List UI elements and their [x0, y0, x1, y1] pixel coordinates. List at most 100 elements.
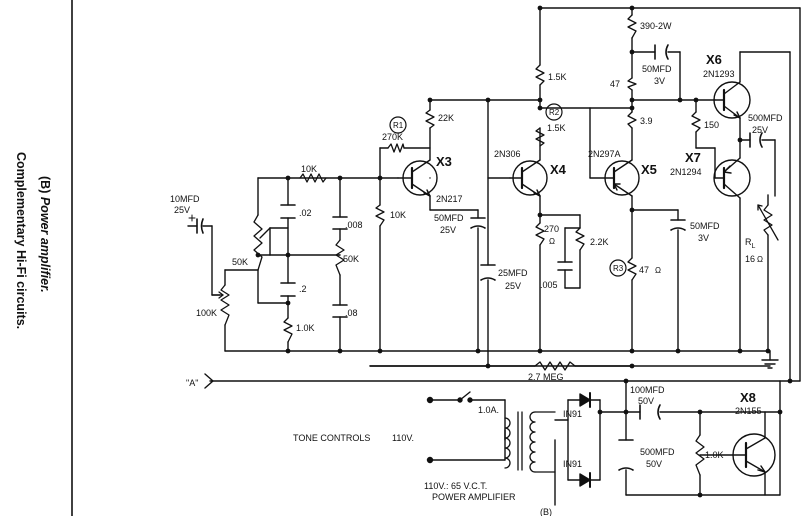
resistor-47-x5 — [627, 257, 637, 281]
x6-label: X6 — [706, 52, 722, 67]
input-a-label: "A" — [186, 378, 198, 388]
r-1k-low-label: 1.0K — [296, 323, 315, 333]
c-500-out-v: 25V — [752, 125, 768, 135]
resistor-10k-x3 — [375, 204, 385, 227]
transistor-x8-symbol — [699, 411, 776, 496]
rl-value: 16 — [745, 254, 755, 264]
rl-label: RL — [745, 237, 756, 250]
fuse-symbol — [457, 397, 473, 403]
resistor-270 — [535, 222, 545, 246]
wiring — [187, 7, 801, 506]
resistor-1k-x8 — [695, 434, 705, 476]
transistor-x4-symbol — [509, 159, 548, 197]
c-50-x3-label: 50MFD — [434, 213, 464, 223]
r-390-label: 390-2W — [640, 21, 672, 31]
diode-d2-label: IN91 — [563, 459, 582, 469]
r-47-x5-omega: Ω — [655, 266, 661, 275]
c-50-x3-v: 25V — [440, 225, 456, 235]
resistor-100k-pot — [220, 284, 230, 326]
r-270-omega: Ω — [549, 237, 555, 246]
c-100-label: 100MFD — [630, 385, 665, 395]
c-005-label: .005 — [540, 280, 558, 290]
r1-ref: R1 — [393, 121, 404, 130]
c-500-ps-label: 500MFD — [640, 447, 675, 457]
pot-100k-label: 100K — [196, 308, 217, 318]
r-270-label: 270 — [544, 224, 559, 234]
junction-dots — [255, 5, 793, 498]
power-switch — [426, 391, 471, 464]
r-1k-x8-label: 1.0K — [705, 450, 724, 460]
r-47-x5-label: 47 — [639, 265, 649, 275]
resistor-1k5-a — [535, 64, 545, 86]
rl-omega: Ω — [757, 255, 763, 264]
labels: X3 2N217 2N306 X4 2N297A X5 X6 2N1293 X7… — [170, 21, 783, 516]
c-100-v: 50V — [638, 396, 654, 406]
r3-ref: R3 — [613, 264, 624, 273]
section-label: POWER AMPLIFIER — [432, 492, 516, 502]
r-270k-label: 270K — [382, 132, 403, 142]
r-3-9-label: 3.9 — [640, 116, 653, 126]
r-150-label: 150 — [704, 120, 719, 130]
c-50-x5-v: 3V — [698, 233, 709, 243]
x4-label: X4 — [550, 162, 567, 177]
x5-type: 2N297A — [588, 149, 621, 159]
ref-circles — [389, 103, 627, 277]
diode-d2-symbol — [579, 472, 591, 488]
x8-label: X8 — [740, 390, 756, 405]
resistor-3-9 — [627, 111, 637, 129]
resistor-rl — [763, 204, 773, 236]
c-50-top-v: 3V — [654, 76, 665, 86]
resistor-47 — [627, 77, 637, 91]
x6-type: 2N1293 — [703, 69, 735, 79]
r-1k5-b-label: 1.5K — [547, 123, 566, 133]
c-50-x5-label: 50MFD — [690, 221, 720, 231]
c-2-label: .2 — [299, 284, 307, 294]
r-22k-label: 22K — [438, 113, 454, 123]
x7-label: X7 — [685, 150, 701, 165]
c-in-v: 25V — [174, 205, 190, 215]
c-500-ps-v: 50V — [646, 459, 662, 469]
fuse-label: 1.0A. — [478, 405, 499, 415]
diode-d1-symbol — [579, 392, 591, 408]
resistor-50k-b — [335, 239, 345, 276]
tone-controls-label: TONE CONTROLS — [293, 433, 370, 443]
c-in-label: 10MFD — [170, 194, 200, 204]
x8-type: 2N155 — [735, 406, 762, 416]
r-1k5-a-label: 1.5K — [548, 72, 567, 82]
resistor-150 — [691, 111, 701, 133]
transistor-x6-symbol — [713, 81, 751, 119]
mains-label: 110V. — [392, 433, 414, 443]
c-500-out-label: 500MFD — [748, 113, 783, 123]
resistor-1k-low — [283, 317, 293, 343]
diode-d1-label: IN91 — [563, 409, 582, 419]
transformer-symbol — [504, 411, 556, 473]
x7-type: 2N1294 — [670, 167, 702, 177]
r-10k-x3-label: 10K — [390, 210, 406, 220]
x3-type: 2N217 — [436, 194, 463, 204]
x5-label: X5 — [641, 162, 657, 177]
resistor-22k — [425, 109, 435, 129]
input-a-arrow — [204, 373, 214, 389]
transformer-label: 110V.: 65 V.C.T. — [424, 481, 487, 491]
resistor-390 — [627, 14, 637, 39]
r2-ref: R2 — [549, 108, 560, 117]
c-50-top-label: 50MFD — [642, 64, 672, 74]
pot-50k-b-label: 50K — [343, 254, 359, 264]
x3-label: X3 — [436, 154, 452, 169]
resistor-1k5-b — [535, 127, 545, 147]
resistors — [211, 14, 779, 476]
x4-type: 2N306 — [494, 149, 521, 159]
resistor-2-2k — [575, 227, 585, 251]
resistor-10k-top — [299, 173, 327, 183]
c-25-x4-v: 25V — [505, 281, 521, 291]
pot-50k-a-label: 50K — [232, 257, 248, 267]
r-27meg-label: 2.7 MEG — [528, 372, 564, 382]
capacitors — [196, 44, 763, 471]
r-47-label: 47 — [610, 79, 620, 89]
figure-tag: (B) — [540, 507, 552, 516]
transistor-x3-symbol — [397, 159, 438, 197]
r-10k-top-label: 10K — [301, 164, 317, 174]
c-008-label: .008 — [345, 220, 363, 230]
resistor-50k-a — [253, 214, 263, 271]
